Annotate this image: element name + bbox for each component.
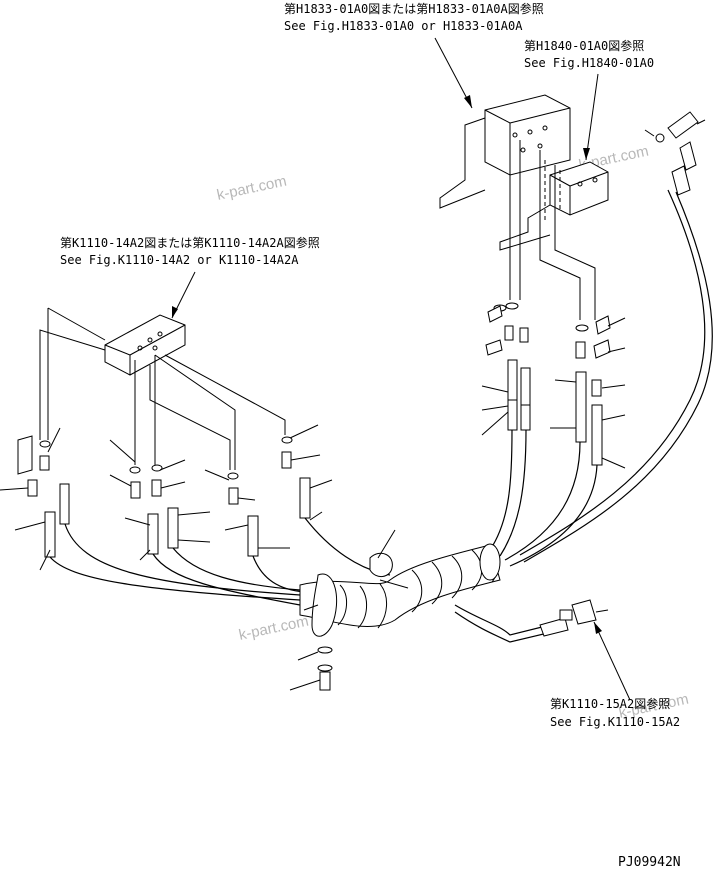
watermark: k-part.com bbox=[215, 173, 288, 204]
hose-clamp bbox=[303, 529, 409, 637]
ref-k1110-14a2-en: See Fig.K1110-14A2 or K1110-14A2A bbox=[60, 253, 299, 267]
right-hoses-to-bundle bbox=[489, 429, 598, 567]
pilot-lines-right bbox=[509, 140, 596, 320]
ref-k1110-14a2-jp: 第K1110-14A2図または第K1110-14A2A図参照 bbox=[60, 235, 320, 250]
right-fittings bbox=[485, 302, 611, 466]
left-hoses-to-bundle bbox=[49, 517, 391, 606]
reference-leaders bbox=[171, 37, 631, 701]
swivel-fitting-top-right bbox=[644, 111, 706, 196]
ref-h1840-jp: 第H1840-01A0図参照 bbox=[524, 38, 644, 53]
lower-right-hose bbox=[454, 599, 609, 643]
ref-k1110-15a2-jp: 第K1110-15A2図参照 bbox=[550, 696, 670, 711]
pilot-valve-block bbox=[499, 161, 609, 251]
bolt-and-washer bbox=[289, 646, 333, 691]
left-leader-lines bbox=[0, 424, 333, 571]
drawing-id: PJ09942N bbox=[618, 855, 681, 870]
hose-loop-right-inner bbox=[523, 191, 713, 563]
hose-loop-right-outer bbox=[519, 189, 706, 556]
ref-k1110-15a2-en: See Fig.K1110-15A2 bbox=[550, 715, 680, 729]
control-valve-block bbox=[439, 94, 571, 209]
ref-h1840-en: See Fig.H1840-01A0 bbox=[524, 56, 654, 70]
left-valve-block bbox=[104, 314, 186, 376]
right-leader-lines bbox=[481, 317, 626, 469]
ref-h1833-en: See Fig.H1833-01A0 or H1833-01A0A bbox=[284, 19, 523, 33]
ref-h1833-jp: 第H1833-01A0図または第H1833-01A0A図参照 bbox=[284, 1, 544, 16]
pilot-lines-left bbox=[39, 307, 286, 470]
left-fittings bbox=[17, 435, 311, 558]
watermark: k-part.com bbox=[237, 613, 310, 644]
